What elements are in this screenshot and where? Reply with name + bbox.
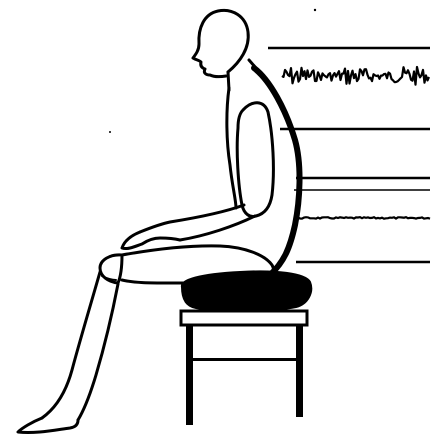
- figure-foot: [18, 418, 78, 433]
- figure-head: [193, 10, 248, 76]
- ink-speck-2: [109, 131, 111, 133]
- figure-chest: [227, 88, 236, 208]
- stool-leg-left: [186, 325, 193, 425]
- figure-back: [254, 68, 300, 275]
- figure-upper-arm: [237, 103, 273, 217]
- stool-seat: [181, 311, 307, 325]
- seated-figure: [18, 10, 300, 432]
- figure-neck: [228, 60, 256, 90]
- figure-forearm: [140, 205, 255, 240]
- lower-trace: [296, 217, 430, 219]
- upper-trace-panel: [268, 48, 430, 129]
- figure-hand: [122, 232, 180, 249]
- lower-trace-panel: [294, 178, 430, 262]
- figure-lower-leg: [42, 272, 118, 420]
- ink-speck: [314, 9, 316, 11]
- stool-rail: [193, 358, 296, 361]
- stool-leg-right: [296, 325, 303, 417]
- upper-trace: [282, 67, 429, 85]
- stool: [181, 271, 311, 425]
- stool-cushion: [182, 271, 311, 310]
- figure-shin-detail: [102, 276, 116, 280]
